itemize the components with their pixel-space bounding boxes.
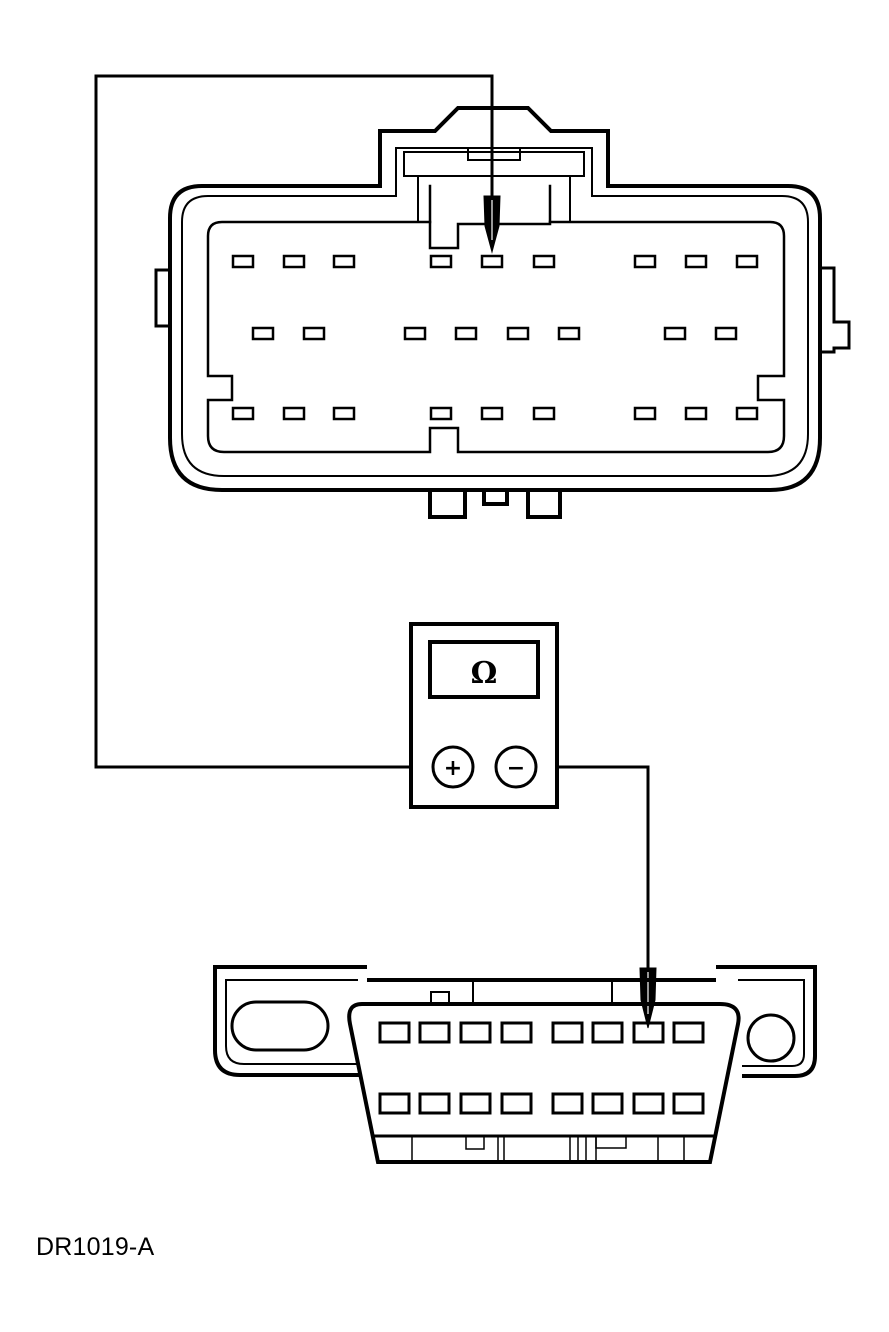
module-connector-cavity-face — [206, 220, 786, 454]
module-connector-latch-slot — [403, 151, 585, 177]
module-connector-bottom-tab — [526, 488, 562, 519]
dlc-body — [347, 1002, 741, 1164]
connector-pin — [302, 326, 326, 341]
connector-pin — [454, 326, 478, 341]
connector-pin — [231, 254, 255, 269]
dlc-pin — [672, 1092, 705, 1115]
connector-pin — [480, 254, 504, 269]
module-connector-bottom-tab — [482, 488, 509, 506]
negative-test-lead — [539, 765, 650, 972]
ohmmeter: Ω + − — [409, 622, 559, 809]
connector-pin — [663, 326, 687, 341]
connector-pin — [251, 326, 275, 341]
dlc-pin — [459, 1021, 492, 1044]
dlc-pin — [378, 1021, 411, 1044]
dlc-round-hole — [746, 1013, 796, 1063]
connector-pin — [332, 254, 356, 269]
connector-pin — [403, 326, 427, 341]
connector-pin — [429, 406, 453, 421]
dlc-pin — [591, 1021, 624, 1044]
dlc-pin — [632, 1092, 665, 1115]
dlc-slot-hole — [230, 1000, 330, 1052]
module-connector-outer-shell — [168, 106, 822, 492]
negative-jack-label: − — [507, 756, 525, 781]
module-connector-side-tab-right — [818, 266, 851, 354]
dlc-pin — [551, 1092, 584, 1115]
dlc-mounting-ear-left — [213, 965, 367, 1077]
test-leads — [94, 74, 650, 972]
data-link-connector — [213, 965, 817, 1164]
connector-pin — [735, 406, 759, 421]
module-connector-inner-shell — [181, 147, 809, 477]
module-connector-latch-tab — [467, 147, 521, 161]
dlc-pin — [591, 1092, 624, 1115]
dlc-terminals — [378, 1021, 705, 1115]
positive-test-lead — [94, 74, 494, 769]
connector-pin — [532, 406, 556, 421]
connector-pin — [282, 254, 306, 269]
connector-pin — [429, 254, 453, 269]
figure-id-label: DR1019-A — [36, 1233, 155, 1261]
dlc-pin — [551, 1021, 584, 1044]
module-connector — [154, 106, 851, 519]
dlc-pin — [500, 1092, 533, 1115]
dlc-mounting-ear-right-inner — [738, 979, 805, 1067]
connector-pin — [633, 406, 657, 421]
dlc-pin — [632, 1021, 665, 1044]
connector-pin — [282, 406, 306, 421]
dlc-pin — [378, 1092, 411, 1115]
module-connector-bottom-tab — [428, 488, 467, 519]
negative-jack — [494, 745, 538, 789]
module-connector-side-tab-left — [154, 268, 172, 328]
ohmmeter-display — [428, 640, 540, 699]
dlc-pin — [418, 1092, 451, 1115]
connector-pin — [480, 406, 504, 421]
module-connector-cavity — [428, 184, 552, 250]
module-connector-terminals — [231, 254, 759, 421]
dlc-bottom-ribs — [411, 1135, 685, 1162]
connector-pin — [557, 326, 581, 341]
positive-jack — [431, 745, 475, 789]
dlc-mounting-ear-left-inner — [225, 979, 358, 1065]
connector-pin — [684, 254, 708, 269]
connector-pin — [684, 406, 708, 421]
connector-pin — [735, 254, 759, 269]
dlc-pin — [459, 1092, 492, 1115]
connector-pin — [633, 254, 657, 269]
ohm-symbol: Ω — [471, 656, 498, 691]
positive-jack-label: + — [444, 756, 462, 781]
connector-pin — [506, 326, 530, 341]
dlc-pin — [418, 1021, 451, 1044]
connector-pin — [231, 406, 255, 421]
connector-pin — [332, 406, 356, 421]
dlc-pin — [500, 1021, 533, 1044]
connector-pin — [714, 326, 738, 341]
dlc-mounting-ear-right — [716, 965, 817, 1078]
dlc-pin — [672, 1021, 705, 1044]
connector-pin — [532, 254, 556, 269]
